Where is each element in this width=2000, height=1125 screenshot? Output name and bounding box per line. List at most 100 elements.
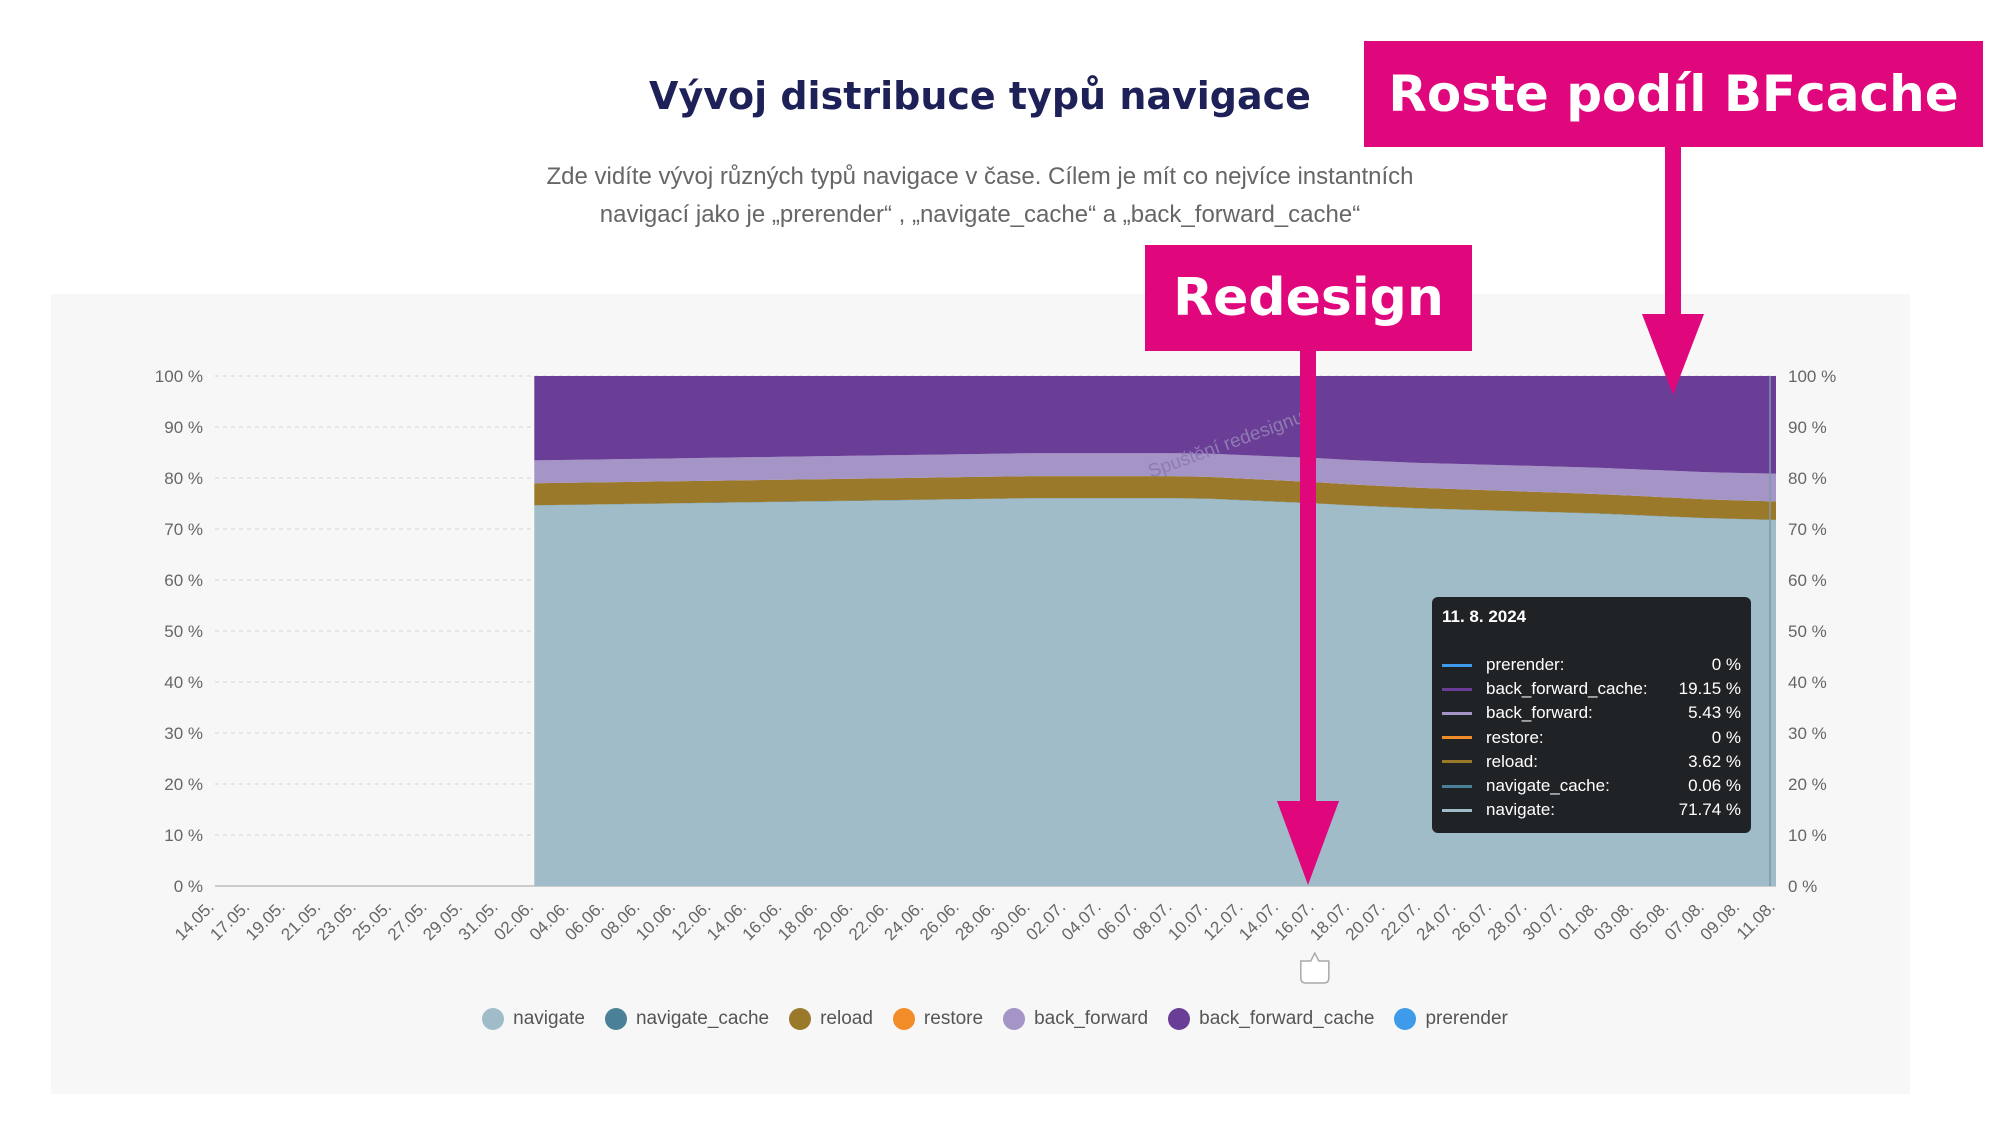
y-tick-label-left: 30 %: [164, 724, 203, 743]
x-tick-label: 21.05.: [277, 897, 324, 944]
legend-item-reload[interactable]: reload: [789, 1008, 873, 1030]
y-tick-label-right: 70 %: [1788, 520, 1827, 539]
x-tick-label: 26.06.: [916, 897, 963, 944]
y-tick-label-right: 0 %: [1788, 877, 1817, 896]
legend-dot-icon: [892, 1008, 915, 1030]
y-tick-label-right: 50 %: [1788, 622, 1827, 641]
y-tick-label-right: 20 %: [1788, 775, 1827, 794]
x-tick-label: 28.07.: [1484, 897, 1531, 944]
x-tick-label: 02.06.: [490, 897, 537, 944]
legend-dot-icon: [1394, 1008, 1417, 1030]
x-tick-label: 08.07.: [1129, 897, 1176, 944]
y-tick-label-right: 90 %: [1788, 418, 1827, 437]
legend-item-navigate[interactable]: navigate: [482, 1008, 585, 1030]
tooltip-row: prerender:0 %: [1442, 653, 1741, 677]
x-tick-label: 16.06.: [739, 897, 786, 944]
x-tick-label: 02.07.: [1022, 897, 1069, 944]
legend-item-back-forward-cache[interactable]: back_forward_cache: [1168, 1008, 1374, 1030]
x-tick-label: 16.07.: [1271, 897, 1318, 944]
legend-label: navigate: [513, 1008, 585, 1029]
y-tick-label-left: 10 %: [164, 826, 203, 845]
tooltip-row: back_forward:5.43 %: [1442, 701, 1741, 725]
x-tick-label: 04.06.: [526, 897, 573, 944]
tooltip-series-value: 0 %: [1711, 655, 1741, 675]
chart-title: Vývoj distribuce typů navigace: [649, 74, 1311, 118]
tooltip-series-value: 3.62 %: [1688, 751, 1741, 771]
legend-label: prerender: [1425, 1008, 1508, 1029]
x-tick-label: 19.05.: [242, 897, 289, 944]
series-line-icon: [1442, 663, 1472, 667]
legend-dot-icon: [1168, 1008, 1191, 1030]
tooltip-series-name: restore:: [1486, 727, 1544, 747]
x-tick-label: 06.07.: [1093, 897, 1140, 944]
chart-subtitle: Zde vidíte vývoj různých typů navigace v…: [480, 158, 1480, 234]
tooltip-row: navigate_cache: 0.06 %: [1442, 774, 1741, 798]
tooltip-row: reload: 3.62 %: [1442, 750, 1741, 774]
series-line-icon: [1442, 784, 1472, 788]
x-tick-label: 20.07.: [1342, 897, 1389, 944]
area-back-forward-cache: [534, 376, 1777, 474]
y-tick-label-left: 50 %: [164, 622, 203, 641]
y-tick-label-left: 40 %: [164, 673, 203, 692]
chart-tooltip: 11. 8. 2024 prerender:0 %back_forward_ca…: [1432, 597, 1751, 833]
x-tick-label: 20.06.: [810, 897, 857, 944]
area-back-forward: [534, 453, 1777, 502]
y-tick-label-left: 80 %: [164, 469, 203, 488]
y-tick-label-right: 10 %: [1788, 826, 1827, 845]
y-tick-label-left: 60 %: [164, 571, 203, 590]
legend-label: restore: [923, 1008, 984, 1029]
tooltip-series-name: navigate_cache:: [1486, 776, 1610, 796]
tooltip-series-value: 0 %: [1711, 727, 1741, 747]
legend-label: navigate_cache: [635, 1008, 770, 1029]
series-line-icon: [1442, 711, 1472, 715]
annotation-bfcache-growth: Roste podíl BFcache: [1364, 41, 1983, 147]
x-tick-label: 26.07.: [1448, 897, 1495, 944]
y-tick-label-left: 20 %: [164, 775, 203, 794]
tooltip-row: navigate:71.74 %: [1442, 798, 1741, 822]
legend-label: reload: [820, 1008, 873, 1029]
y-tick-label-left: 70 %: [164, 520, 203, 539]
x-tick-label: 04.07.: [1058, 897, 1105, 944]
annotation-redesign: Redesign: [1145, 245, 1472, 351]
x-tick-label: 05.08.: [1626, 897, 1673, 944]
x-tick-label: 30.07.: [1519, 897, 1566, 944]
x-tick-label: 07.08.: [1661, 897, 1708, 944]
x-tick-label: 24.06.: [881, 897, 928, 944]
y-tick-label-right: 80 %: [1788, 469, 1827, 488]
tooltip-series-value: 0.06 %: [1688, 776, 1741, 796]
x-tick-label: 10.06.: [632, 897, 679, 944]
y-tick-label-right: 40 %: [1788, 673, 1827, 692]
legend-label: back_forward_cache: [1199, 1008, 1375, 1029]
x-tick-label: 18.06.: [774, 897, 821, 944]
tooltip-series-name: reload:: [1486, 751, 1538, 771]
legend-dot-icon: [789, 1008, 812, 1030]
subtitle-line-1: Zde vidíte vývoj různých typů navigace v…: [546, 163, 1414, 190]
series-line-icon: [1442, 760, 1472, 764]
legend-dot-icon: [604, 1008, 627, 1030]
tooltip-date: 11. 8. 2024: [1442, 607, 1527, 626]
x-tick-label: 14.05.: [171, 897, 218, 944]
x-tick-label: 09.08.: [1696, 897, 1743, 944]
legend-dot-icon: [1003, 1008, 1026, 1030]
x-tick-label: 25.05.: [348, 897, 395, 944]
legend-item-navigate-cache[interactable]: navigate_cache: [604, 1008, 770, 1030]
tooltip-series-name: navigate:: [1486, 800, 1555, 820]
legend-item-restore[interactable]: restore: [892, 1008, 984, 1030]
tooltip-series-name: back_forward_cache:: [1486, 679, 1648, 699]
x-tick-label: 28.06.: [951, 897, 998, 944]
plot-line-marker-icon[interactable]: [1300, 951, 1330, 984]
legend-item-prerender[interactable]: prerender: [1394, 1008, 1508, 1030]
x-tick-label: 17.05.: [206, 897, 253, 944]
y-tick-label-right: 60 %: [1788, 571, 1827, 590]
chart-legend: navigate navigate_cache reload restore back_…: [0, 1008, 1990, 1030]
y-tick-label-right: 30 %: [1788, 724, 1827, 743]
x-tick-label: 23.05.: [313, 897, 360, 944]
x-tick-label: 30.06.: [987, 897, 1034, 944]
legend-item-back-forward[interactable]: back_forward: [1003, 1008, 1148, 1030]
x-tick-label: 22.06.: [845, 897, 892, 944]
x-tick-label: 08.06.: [597, 897, 644, 944]
x-tick-label: 18.07.: [1306, 897, 1353, 944]
x-tick-label: 06.06.: [561, 897, 608, 944]
x-tick-label: 27.05.: [384, 897, 431, 944]
